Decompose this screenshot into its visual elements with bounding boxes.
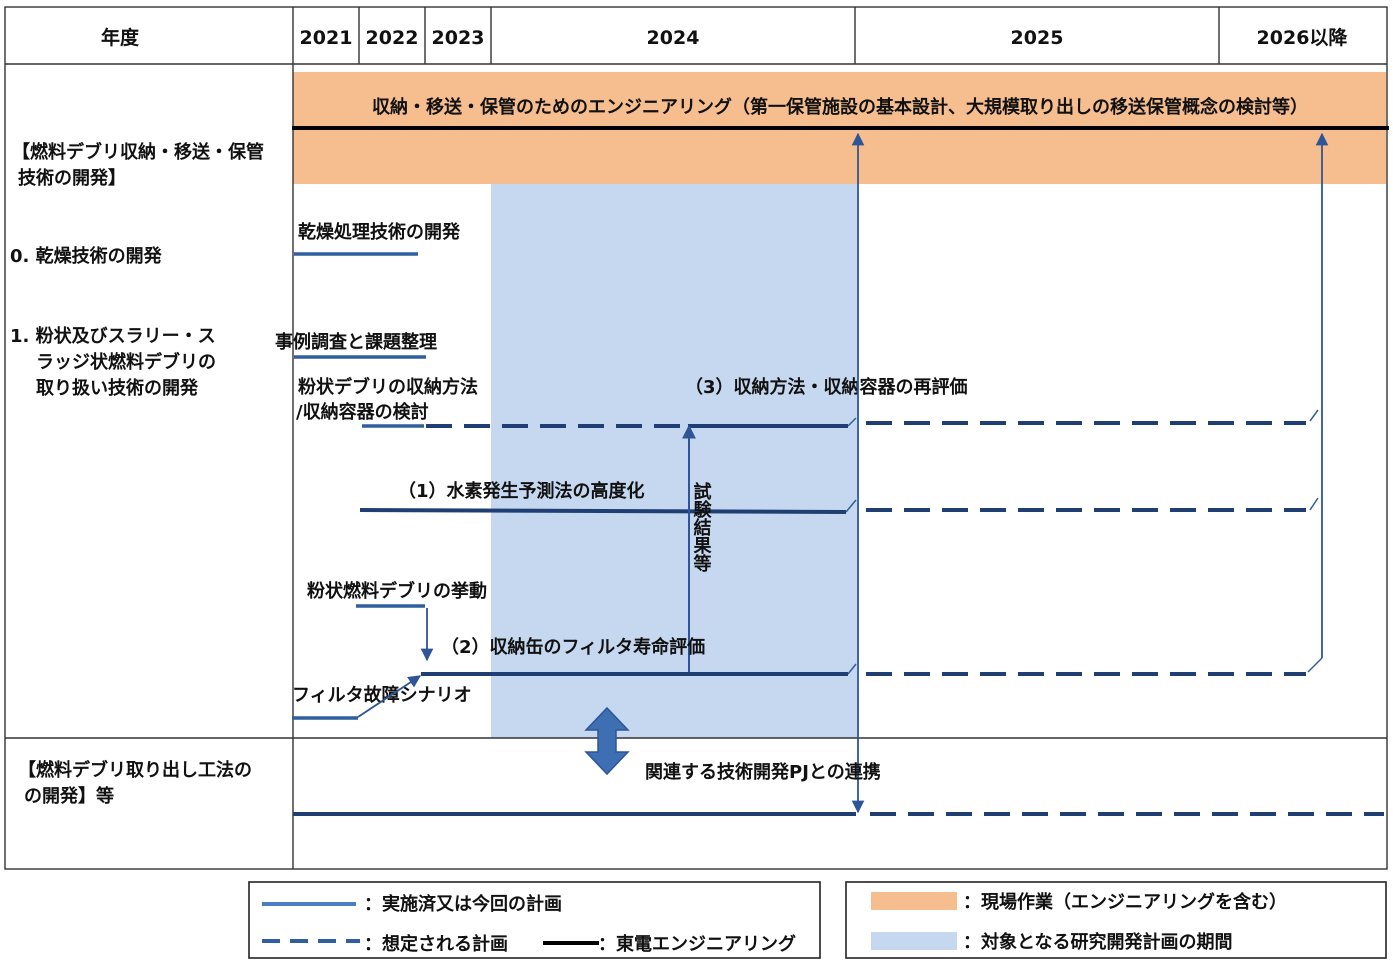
legend-field-label: ：現場作業（エンジニアリングを含む）: [963, 891, 1287, 913]
test-results-label: 試験結果等: [691, 481, 713, 573]
section-drying-title: 0. 乾燥技術の開発: [10, 245, 163, 267]
header-year-2026-later: 2026以降: [1257, 26, 1349, 49]
task-reeval-end-tick: [1309, 409, 1319, 422]
section-powder-title-3: 取り扱い技術の開発: [36, 377, 199, 399]
task-drying-dev-label: 乾燥処理技術の開発: [298, 221, 461, 243]
header-year-2021: 2021: [300, 27, 353, 49]
header-year-2024: 2024: [647, 27, 700, 49]
task-hydrogen-end-tick: [1309, 497, 1319, 511]
legend-solid-label: ：実施済又は今回の計画: [364, 893, 562, 915]
coordination-double-arrow: [584, 706, 630, 776]
legend-areas: ：現場作業（エンジニアリングを含む） ：対象となる研究開発計画の期間: [845, 881, 1387, 959]
section-engineering-title-2: 技術の開発】: [18, 167, 126, 189]
task-case-study-label: 事例調査と課題整理: [275, 331, 437, 353]
legend-tepco-label: ：東電エンジニアリング: [598, 933, 796, 955]
filter-failure-to-life-arrow: [357, 675, 422, 718]
section-engineering-title-1: 【燃料デブリ収納・移送・保管: [12, 141, 264, 163]
section-retrieval-title-1: 【燃料デブリ取り出し工法の: [18, 759, 252, 781]
legend-field-swatch: [871, 892, 957, 910]
coordination-label: 関連する技術開発PJとの連携: [645, 761, 881, 783]
task-hydrogen-label: （1）水素発生予測法の高度化: [398, 480, 645, 502]
engineering-bar-label: 収納・移送・保管のためのエンジニアリング（第一保管施設の基本設計、大規模取り出し…: [372, 96, 1308, 118]
timeline-grid: [4, 6, 1388, 870]
task-hydrogen-solid: [359, 508, 847, 514]
task-reeval-label: （3）収納方法・収納容器の再評価: [685, 376, 968, 398]
section-retrieval-title-2: の開発】等: [24, 785, 114, 807]
header-year-label: 年度: [101, 26, 140, 49]
section-powder-title-1: 1. 粉状及びスラリー・ス: [10, 325, 216, 347]
task-filter-failure-label: フィルタ故障シナリオ: [292, 684, 472, 706]
header-year-2025: 2025: [1011, 27, 1064, 49]
header-year-2022: 2022: [366, 27, 419, 49]
header-year-2023: 2023: [432, 27, 485, 49]
task-filter-life-end-tick: [1307, 657, 1323, 673]
legend-lines: ：実施済又は今回の計画 ：想定される計画 ：東電エンジニアリング: [248, 881, 821, 959]
legend-period-label: ：対象となる研究開発計画の期間: [963, 931, 1232, 953]
task-powder-storage-label-2: /収納容器の検討: [296, 401, 429, 423]
task-filter-life-label: （2）収納缶のフィルタ寿命評価: [441, 636, 705, 658]
task-powder-storage-label-1: 粉状デブリの収納方法: [298, 376, 478, 398]
section-powder-title-2: ラッジ状燃料デブリの: [36, 351, 216, 373]
legend-period-swatch: [871, 932, 957, 950]
legend-dashed-label: ：想定される計画: [364, 933, 508, 955]
research-period-area: [491, 183, 857, 738]
task-powder-behavior-label: 粉状燃料デブリの挙動: [307, 580, 487, 602]
